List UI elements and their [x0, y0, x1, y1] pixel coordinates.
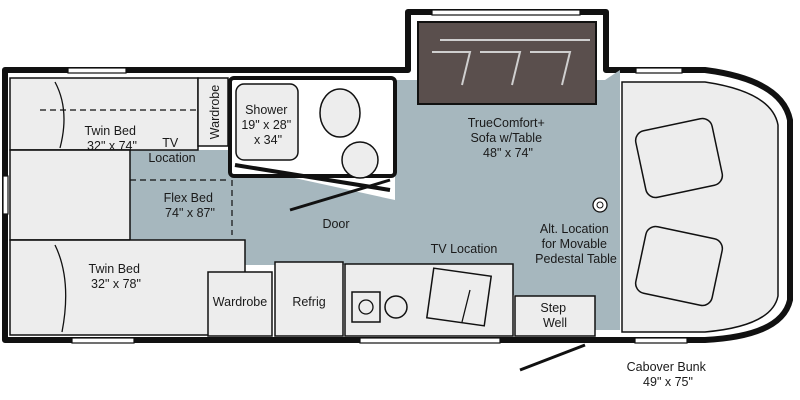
sofa-slideout — [417, 21, 597, 105]
window-bottom-left — [71, 337, 135, 344]
window-bottom-mid — [359, 337, 501, 344]
window-slideout — [431, 9, 581, 16]
refrigerator — [274, 261, 344, 337]
label-twin-bed-upper: Twin Bed 32" x 74" — [85, 124, 140, 153]
label-wardrobe-rear: Wardrobe — [208, 85, 222, 139]
toilet — [319, 88, 361, 138]
label-sofa: TrueComfort+ Sofa w/Table 48" x 74" — [468, 116, 548, 160]
label-refrig: Refrig — [292, 295, 325, 309]
tv-mount — [425, 267, 493, 327]
window-top-right — [635, 67, 683, 74]
cab-seat-upper — [634, 117, 724, 199]
cooktop — [351, 291, 381, 323]
bed-pillow-lower — [54, 244, 67, 333]
pedestal-table-marker — [592, 197, 608, 213]
label-cabover-bunk: Cabover Bunk 49" x 75" — [627, 360, 710, 389]
wardrobe-lower — [207, 271, 273, 337]
label-alt-location: Alt. Location for Movable Pedestal Table — [535, 222, 617, 266]
window-rear — [2, 175, 9, 215]
pedestal-table-center — [596, 201, 604, 209]
wardrobe-rear — [197, 77, 229, 147]
tv-arm — [461, 289, 471, 323]
window-top-left — [67, 67, 127, 74]
cab-seat-lower — [634, 225, 724, 307]
twin-bed-lower — [9, 239, 246, 336]
cooktop-burner — [358, 299, 374, 315]
flex-bed-center — [9, 149, 131, 241]
sofa-cushion-lines — [432, 39, 590, 86]
twin-bed-upper — [9, 77, 199, 151]
label-tv-location-left: TV Location — [148, 136, 195, 165]
shower — [235, 83, 299, 161]
label-door: Door — [322, 217, 349, 231]
label-twin-bed-lower: Twin Bed 32" x 78" — [89, 262, 144, 291]
entry-door-swing — [519, 343, 586, 372]
kitchen-sink — [384, 295, 408, 319]
label-wardrobe-lower: Wardrobe — [213, 295, 267, 309]
label-shower: Shower 19" x 28" x 34" — [241, 103, 294, 147]
label-tv-location-kitchen: TV Location — [431, 242, 498, 256]
bath-wall-diagonal — [234, 163, 391, 192]
bath-door-swing — [289, 178, 391, 212]
label-flex-bed: Flex Bed 74" x 87" — [164, 191, 217, 220]
window-bottom-right — [634, 337, 688, 344]
step-well — [514, 295, 596, 337]
bed-pillow-upper — [54, 81, 65, 149]
label-step-well: Step Well — [540, 301, 569, 330]
bath-sink — [341, 141, 379, 179]
